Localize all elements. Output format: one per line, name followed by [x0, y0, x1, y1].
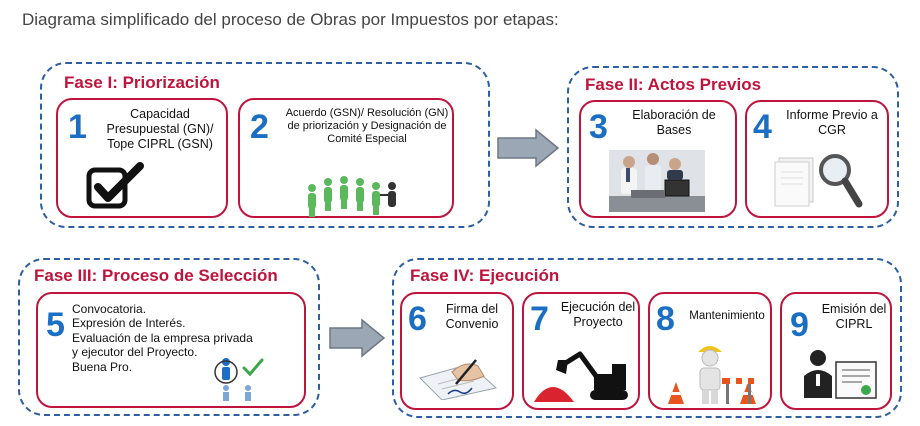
- checkbox-check-icon: [86, 162, 146, 210]
- step-5-line-1: Convocatoria.: [72, 302, 147, 316]
- selection-people-icon: [214, 356, 274, 402]
- step-3-text: Elaboración de Bases: [632, 108, 716, 137]
- phase-1-title: Fase I: Priorización: [64, 73, 220, 92]
- step-6-text: Firma del Convenio: [445, 302, 499, 331]
- phase-4-box: Fase IV: Ejecución 6 Firma del Convenio …: [392, 258, 902, 418]
- step-9-number: 9: [790, 306, 809, 344]
- step-9-text: Emisión del CIPRL: [821, 302, 887, 331]
- step-1-text: Capacidad Presupuestal (GN)/ Tope CIPRL …: [106, 107, 214, 151]
- step-5-line-5: Buena Pro.: [72, 359, 133, 374]
- excavator-icon: [534, 346, 634, 404]
- step-8: 8 Mantenimiento: [648, 292, 772, 410]
- page-title: Diagrama simplificado del proceso de Obr…: [22, 10, 559, 29]
- phase-2-title: Fase II: Actos Previos: [585, 75, 762, 94]
- step-2-number: 2: [250, 108, 269, 146]
- arrow-right-icon: [328, 318, 386, 363]
- step-8-text: Mantenimiento: [689, 310, 765, 322]
- phase-3-box: Fase III: Proceso de Selección 5 Convoca…: [18, 258, 320, 416]
- phase-1-box: Fase I: Priorización 1 Capacidad Presupu…: [40, 62, 490, 228]
- step-6-number: 6: [408, 300, 427, 338]
- office-meeting-icon: [609, 150, 705, 212]
- signing-contract-icon: [418, 354, 498, 400]
- committee-people-icon: [300, 174, 400, 218]
- step-9: 9 Emisión del CIPRL: [780, 292, 892, 410]
- arrow-right-icon: [496, 128, 560, 173]
- step-2: 2 Acuerdo (GSN)/ Resolución (GN) de prio…: [238, 98, 454, 218]
- step-5: 5 Convocatoria. Expresión de Interés. Ev…: [36, 292, 306, 408]
- step-5-number: 5: [46, 306, 65, 344]
- magnifier-document-icon: [773, 148, 865, 210]
- step-7: 7 Ejecución del Proyecto: [522, 292, 640, 410]
- step-5-line-4: y ejecutor del Proyecto.: [72, 345, 198, 360]
- step-7-text: Ejecución del Proyecto: [560, 300, 636, 329]
- step-5-line-3: Evaluación de la empresa privada: [72, 330, 253, 345]
- certificate-icon: [802, 348, 878, 404]
- step-3-number: 3: [589, 108, 608, 146]
- step-4: 4 Informe Previo a CGR: [745, 100, 889, 218]
- step-1-number: 1: [68, 108, 87, 146]
- step-4-text: Informe Previo a CGR: [786, 108, 878, 137]
- step-1: 1 Capacidad Presupuestal (GN)/ Tope CIPR…: [56, 98, 228, 218]
- step-3: 3 Elaboración de Bases: [579, 100, 737, 218]
- step-4-number: 4: [753, 108, 772, 146]
- step-5-text: Convocatoria. Expresión de Interés. Eval…: [72, 302, 304, 374]
- step-5-line-2: Expresión de Interés.: [72, 316, 186, 331]
- phase-4-title: Fase IV: Ejecución: [410, 266, 560, 285]
- step-8-number: 8: [656, 300, 675, 338]
- worker-cones-icon: [664, 340, 760, 406]
- step-6: 6 Firma del Convenio: [400, 292, 514, 410]
- step-7-number: 7: [530, 300, 549, 338]
- phase-2-box: Fase II: Actos Previos 3 Elaboración de …: [567, 66, 899, 228]
- phase-3-title: Fase III: Proceso de Selección: [34, 266, 278, 285]
- step-2-text: Acuerdo (GSN)/ Resolución (GN) de priori…: [285, 107, 449, 146]
